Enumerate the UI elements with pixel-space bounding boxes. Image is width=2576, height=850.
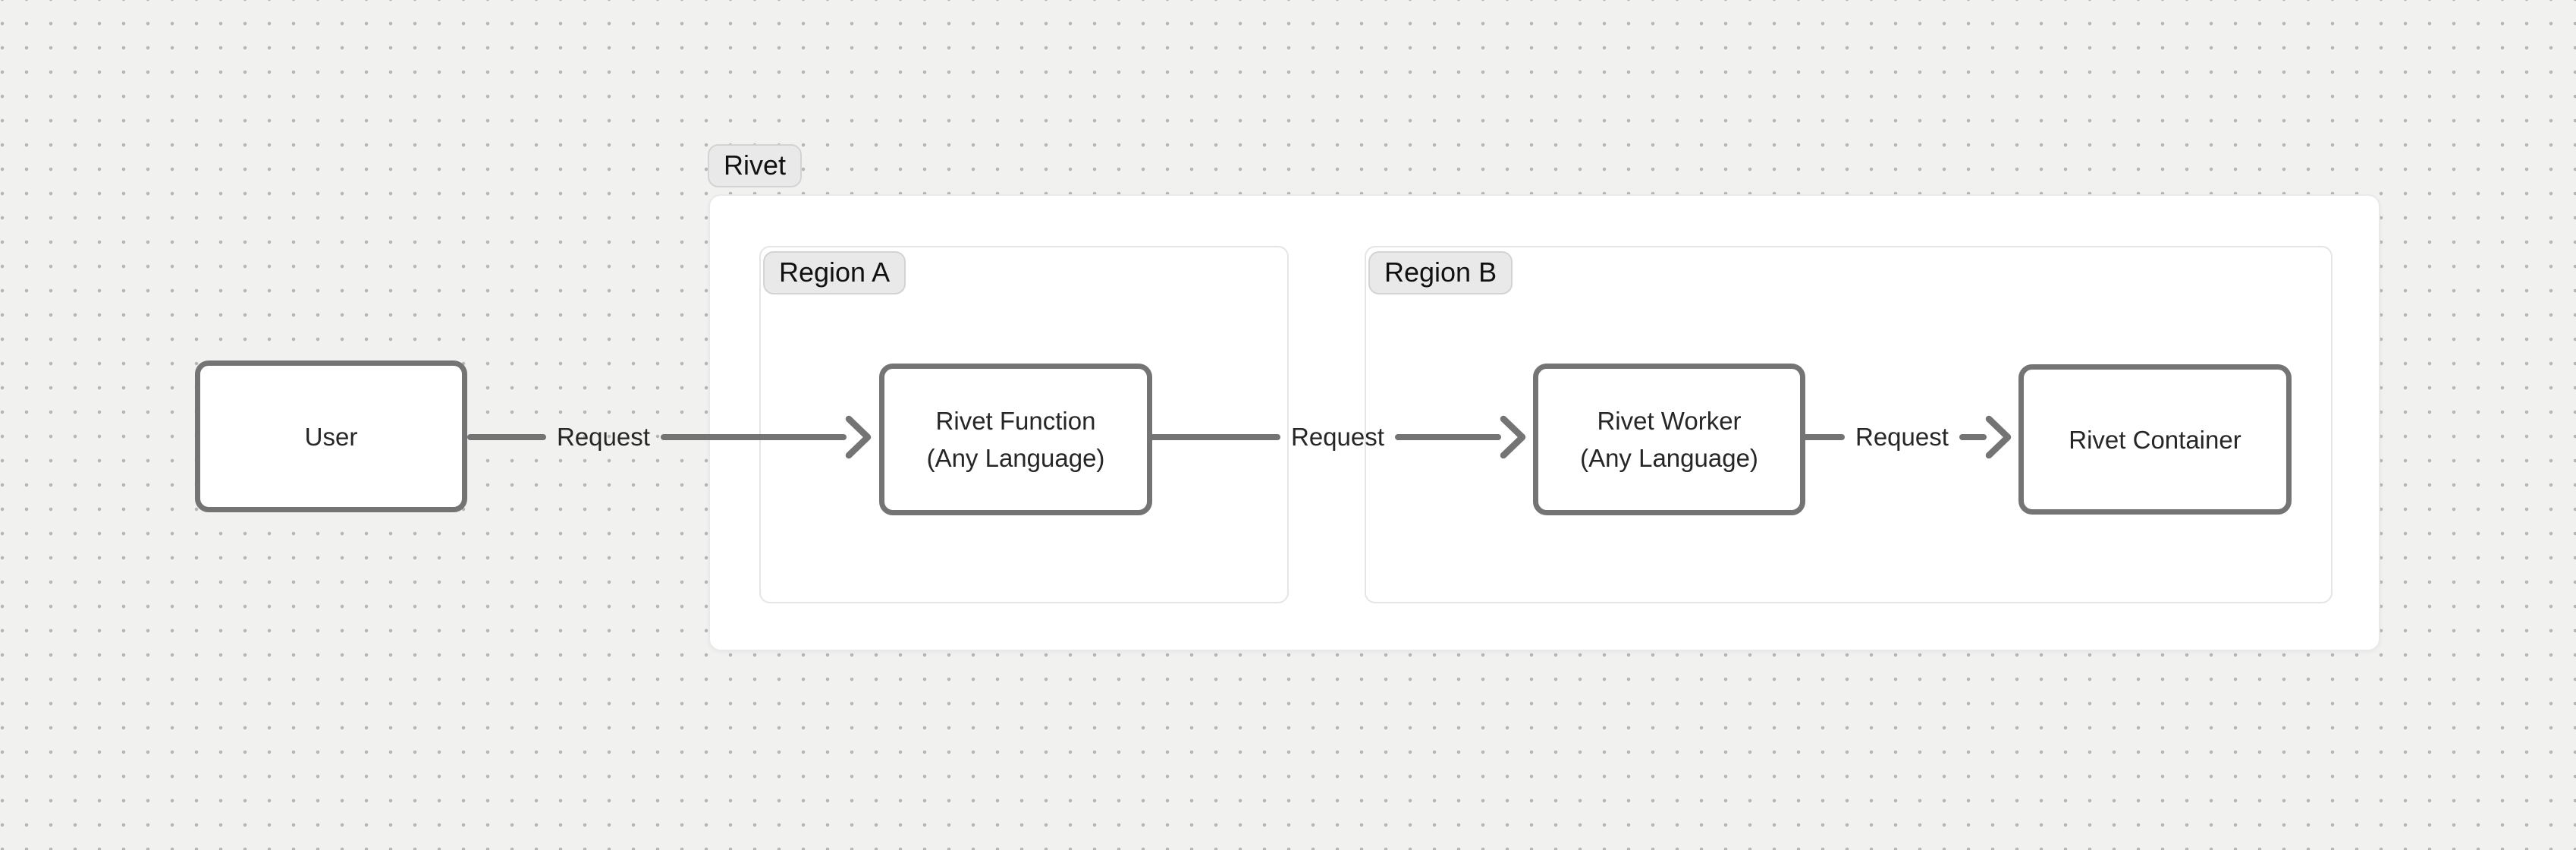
node-label-line: Rivet Function xyxy=(935,407,1096,435)
edge-line xyxy=(1802,434,1845,440)
rivet-worker-node: Rivet Worker (Any Language) xyxy=(1533,364,1805,515)
edge-worker-to-container: Request xyxy=(1802,413,2012,461)
node-label-line: Rivet Worker xyxy=(1597,407,1742,435)
edge-label-request: Request xyxy=(1291,423,1384,451)
arrowhead-icon xyxy=(1985,415,2012,459)
user-node: User xyxy=(195,360,467,512)
rivet-group: Region A Rivet Function (Any Language) R… xyxy=(708,194,2380,651)
edge-line xyxy=(467,434,546,440)
edge-label-request: Request xyxy=(1855,423,1949,451)
arrowhead-icon xyxy=(1500,415,1526,459)
region-a: Region A Rivet Function (Any Language) xyxy=(759,246,1289,603)
edge-line xyxy=(1394,434,1501,440)
node-label-line: User xyxy=(304,422,358,451)
arrowhead-icon xyxy=(845,415,872,459)
edge-line xyxy=(1959,434,1987,440)
node-label-line: (Any Language) xyxy=(1580,444,1758,472)
edge-line xyxy=(1149,434,1280,440)
rivet-function-node: Rivet Function (Any Language) xyxy=(879,364,1152,515)
node-label-line: (Any Language) xyxy=(926,444,1105,472)
region-b: Region B Rivet Worker (Any Language) Riv… xyxy=(1365,246,2333,603)
node-label-line: Rivet Container xyxy=(2069,425,2241,454)
region-b-label: Region B xyxy=(1368,251,1513,294)
edge-function-to-worker: Request xyxy=(1149,413,1527,461)
edge-line xyxy=(660,434,847,440)
edge-user-to-function: Request xyxy=(467,413,872,461)
rivet-container-node: Rivet Container xyxy=(2018,364,2292,515)
edge-label-request: Request xyxy=(557,423,650,451)
region-a-label: Region A xyxy=(763,251,906,294)
rivet-group-label: Rivet xyxy=(708,144,803,187)
